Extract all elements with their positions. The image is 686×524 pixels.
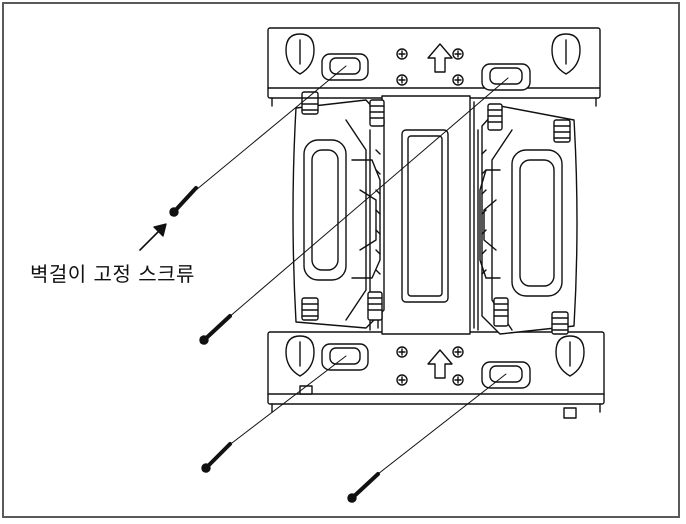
bottom-rail: [267, 331, 605, 419]
corner-nuts: [301, 91, 571, 335]
callout-arrow: [139, 223, 167, 251]
screw-bottom-right: [347, 373, 507, 503]
wall-mount-screw-label: 벽걸이 고정 스크류: [30, 262, 195, 286]
left-arm: [292, 99, 385, 331]
screw-mid-left: [199, 77, 509, 345]
center-plate: [377, 95, 475, 335]
top-rail: [267, 27, 601, 107]
screw-top-left: [169, 65, 347, 217]
screw-bottom-left: [201, 355, 347, 473]
right-arm: [477, 105, 578, 335]
